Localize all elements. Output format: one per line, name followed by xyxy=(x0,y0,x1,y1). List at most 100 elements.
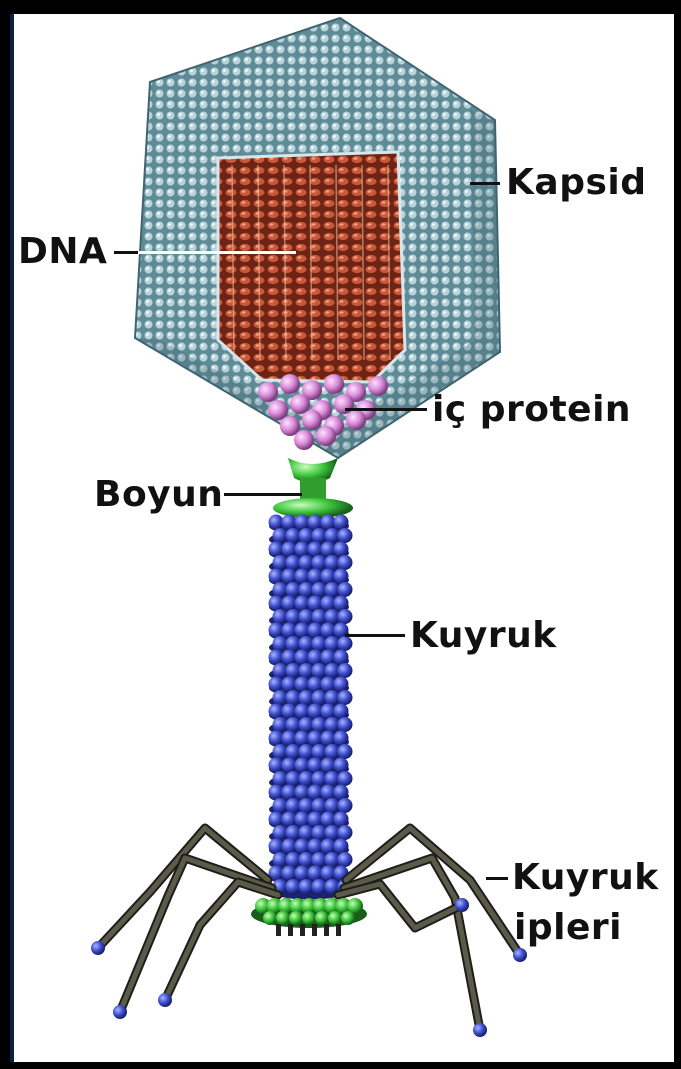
tail-bead xyxy=(273,582,288,597)
tail-bead xyxy=(334,785,349,800)
kuyruk-ipleri-label-line1: Kuyruk xyxy=(512,860,659,896)
tail-bead xyxy=(286,582,301,597)
tail-bead xyxy=(299,636,314,651)
tail-bead xyxy=(273,771,288,786)
ic-protein-leader xyxy=(345,408,427,411)
tail-bead xyxy=(286,744,301,759)
tail-bead xyxy=(338,825,353,840)
inner-protein-bead xyxy=(294,430,314,450)
tail-bead xyxy=(321,542,336,557)
tail-bead xyxy=(282,515,297,530)
tail-bead xyxy=(269,596,284,611)
tail-bead xyxy=(286,717,301,732)
tail-fiber-tip xyxy=(473,1023,487,1037)
tail-bead xyxy=(295,704,310,719)
tail-bead xyxy=(308,704,323,719)
tail-bead xyxy=(286,528,301,543)
tail-bead xyxy=(321,596,336,611)
tail-bead xyxy=(299,582,314,597)
tail-bead xyxy=(299,690,314,705)
base-plate-bead xyxy=(328,911,342,925)
tail-bead xyxy=(282,542,297,557)
tail-bead xyxy=(321,731,336,746)
tail-bead xyxy=(312,582,327,597)
tail-bead xyxy=(338,528,353,543)
inner-protein-bead xyxy=(302,410,322,430)
tail-bead xyxy=(282,596,297,611)
tail-bead xyxy=(282,704,297,719)
tail-bead xyxy=(295,785,310,800)
base-plate-bead xyxy=(315,911,329,925)
inner-protein-bead xyxy=(290,394,310,414)
tail-bead xyxy=(334,812,349,827)
tail-bead xyxy=(286,555,301,570)
tail-bead xyxy=(321,839,336,854)
base-plate xyxy=(251,898,367,936)
tail-bead xyxy=(338,771,353,786)
base-plate-pin xyxy=(276,924,281,936)
tail-bead xyxy=(282,839,297,854)
tail-bead xyxy=(273,825,288,840)
tail-bead xyxy=(321,866,336,881)
tail-bead xyxy=(295,677,310,692)
tail-bead xyxy=(321,812,336,827)
tail-bead xyxy=(269,731,284,746)
tail-bead xyxy=(325,609,340,624)
tail-bead xyxy=(286,825,301,840)
tail-bead xyxy=(308,758,323,773)
base-plate-pin xyxy=(336,924,341,936)
tail-bead xyxy=(295,758,310,773)
tail-bead xyxy=(325,717,340,732)
tail-bead xyxy=(273,636,288,651)
tail-bead xyxy=(325,690,340,705)
dna-leader-dark xyxy=(114,251,138,254)
tail-bead xyxy=(312,717,327,732)
tail-bead xyxy=(299,555,314,570)
tail-bead xyxy=(282,785,297,800)
tail-bead xyxy=(334,758,349,773)
tail-bead xyxy=(321,650,336,665)
tail-bead xyxy=(299,609,314,624)
tail-bead xyxy=(273,555,288,570)
tail-bead xyxy=(325,825,340,840)
tail-bead xyxy=(325,582,340,597)
kapsid-label: Kapsid xyxy=(506,165,647,201)
tail-bead xyxy=(312,771,327,786)
tail-bead xyxy=(308,542,323,557)
tail-bead xyxy=(299,717,314,732)
tail-bead xyxy=(269,569,284,584)
tail-bead xyxy=(338,636,353,651)
base-plate-bead xyxy=(276,911,290,925)
base-plate-pin xyxy=(300,924,305,936)
base-plate-bead xyxy=(289,911,303,925)
tail-bead xyxy=(295,650,310,665)
base-plate-pin xyxy=(324,924,329,936)
tail-bead xyxy=(338,555,353,570)
tail-bead xyxy=(273,798,288,813)
tail-bead xyxy=(295,731,310,746)
tail-bead xyxy=(269,677,284,692)
tail-bead xyxy=(312,690,327,705)
kuyruk-ipleri-label-line2: ipleri xyxy=(514,910,622,946)
tail-bead xyxy=(299,879,314,894)
tail-bead xyxy=(269,812,284,827)
inner-protein-bead xyxy=(346,410,366,430)
tail-bead xyxy=(299,825,314,840)
tail-bead xyxy=(338,717,353,732)
tail-bead xyxy=(308,812,323,827)
tail-bead xyxy=(282,650,297,665)
tail-fiber-tip xyxy=(91,941,105,955)
tail-bead xyxy=(308,677,323,692)
tail-bead xyxy=(269,839,284,854)
tail-bead xyxy=(312,744,327,759)
tail-bead xyxy=(286,879,301,894)
tail-fiber xyxy=(346,828,520,955)
tail-bead xyxy=(273,528,288,543)
tail-bead xyxy=(312,663,327,678)
tail-bead xyxy=(312,798,327,813)
tail-bead xyxy=(295,839,310,854)
tail-bead xyxy=(269,542,284,557)
tail-bead xyxy=(282,623,297,638)
tail-sheath xyxy=(269,515,353,900)
kapsid-leader xyxy=(470,182,500,185)
